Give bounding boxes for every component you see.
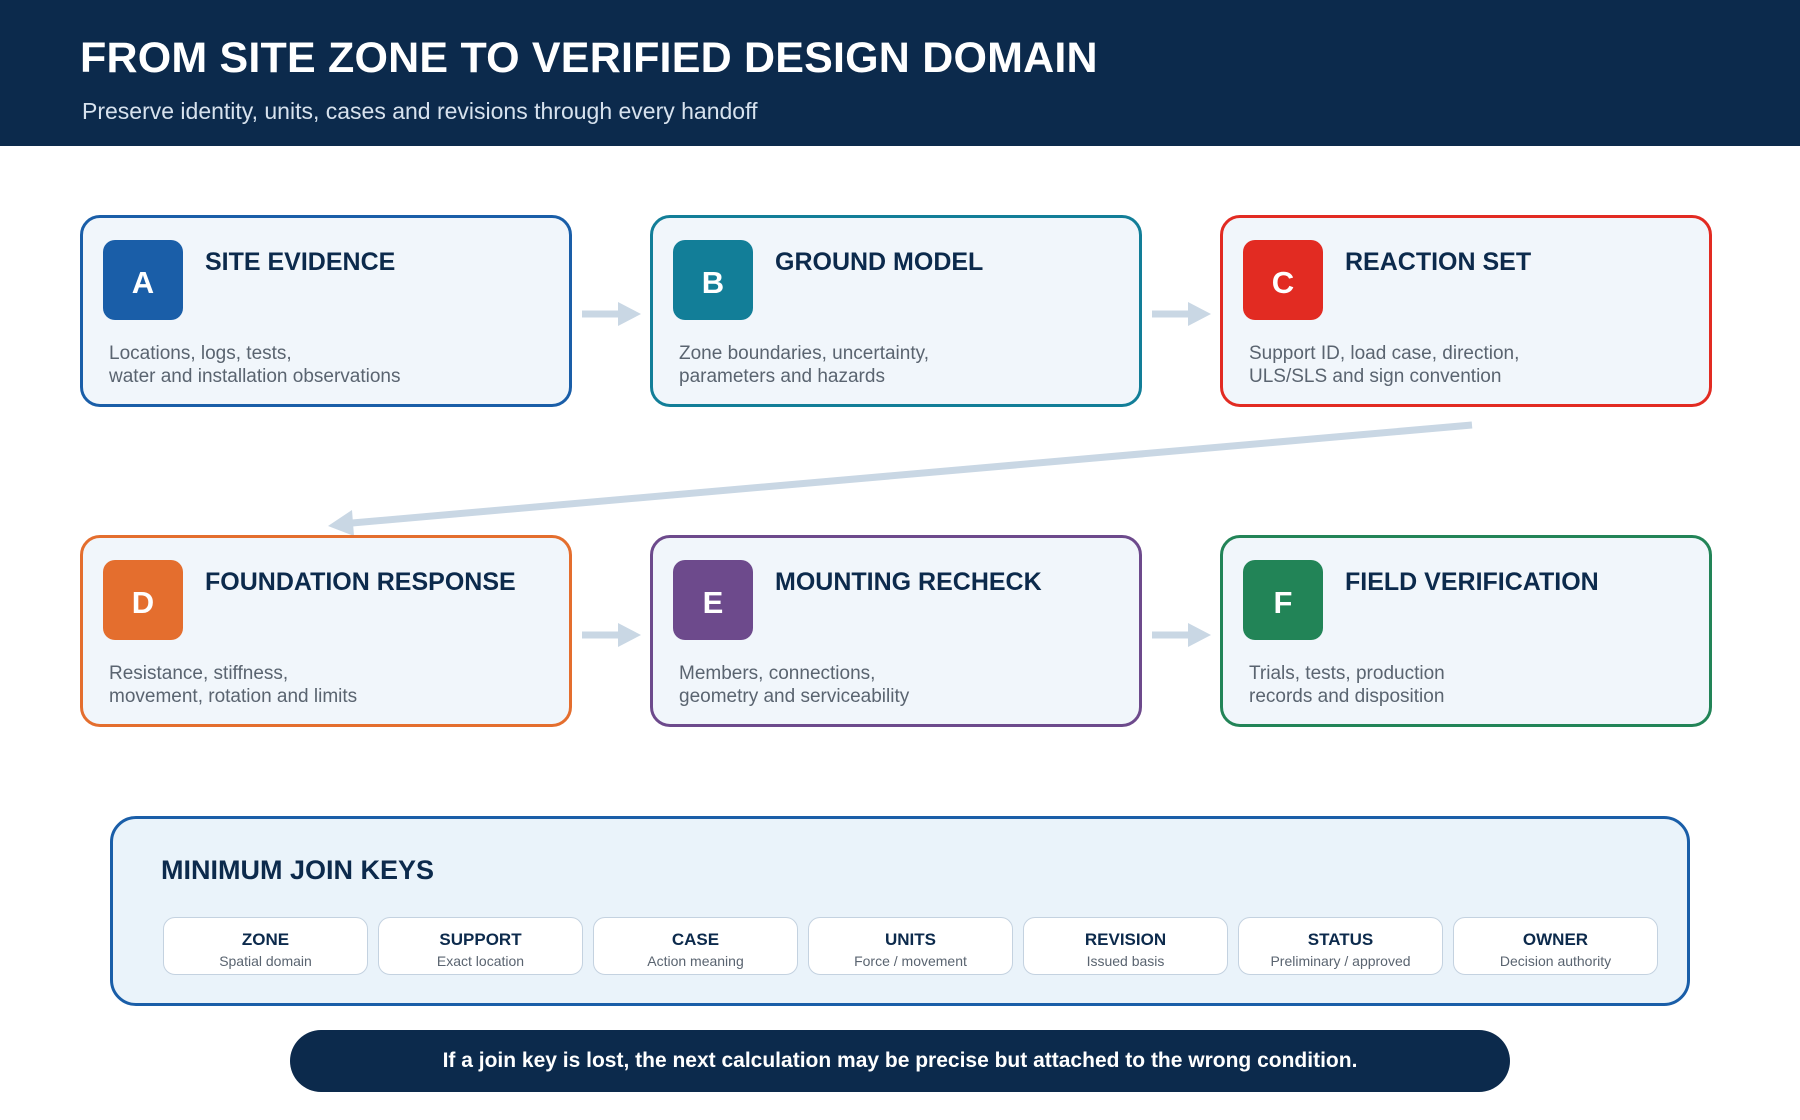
join-key-meaning: Preliminary / approved (1270, 953, 1411, 969)
step-title: REACTION SET (1345, 248, 1532, 276)
step-description: Locations, logs, tests, water and instal… (109, 342, 401, 388)
step-description-line: movement, rotation and limits (109, 686, 358, 707)
join-key-meaning: Action meaning (647, 953, 744, 969)
join-key-meaning: Spatial domain (219, 953, 312, 969)
join-key-label: UNITS (885, 930, 936, 949)
step-description: Support ID, load case, direction, ULS/SL… (1249, 342, 1519, 388)
step-card-foundation-response: D FOUNDATION RESPONSE Resistance, stiffn… (80, 535, 572, 727)
join-key-label: CASE (671, 930, 720, 949)
join-key-meaning: Exact location (436, 953, 525, 969)
step-description-line: ULS/SLS and sign convention (1249, 366, 1502, 387)
join-key-status: STATUS Preliminary / approved (1238, 917, 1443, 975)
step-card-field-verification: F FIELD VERIFICATION Trials, tests, prod… (1220, 535, 1712, 727)
join-keys-panel: MINIMUM JOIN KEYS ZONE Spatial domain SU… (110, 816, 1690, 1006)
step-badge: B (673, 240, 753, 320)
step-description-line: Zone boundaries, uncertainty, (679, 343, 929, 364)
step-badge: E (673, 560, 753, 640)
step-description-line: Trials, tests, production (1249, 663, 1445, 684)
join-key-revision: REVISION Issued basis (1023, 917, 1228, 975)
join-key-label: ZONE (241, 930, 290, 949)
step-description: Resistance, stiffness, movement, rotatio… (109, 662, 357, 708)
step-description-line: records and disposition (1249, 686, 1445, 707)
step-description-line: parameters and hazards (679, 366, 885, 387)
join-key-support: SUPPORT Exact location (378, 917, 583, 975)
step-title: FOUNDATION RESPONSE (205, 568, 516, 596)
join-key-meaning: Issued basis (1086, 953, 1165, 969)
step-card-ground-model: B GROUND MODEL Zone boundaries, uncertai… (650, 215, 1142, 407)
step-title: MOUNTING RECHECK (775, 568, 1042, 596)
arrow-c-d-head (328, 510, 354, 536)
step-description-line: Locations, logs, tests, (109, 343, 292, 364)
join-key-case: CASE Action meaning (593, 917, 798, 975)
join-key-label: SUPPORT (439, 930, 522, 949)
arrow-b-c-head (1188, 302, 1211, 326)
step-description: Members, connections, geometry and servi… (679, 662, 909, 708)
page-title: FROM SITE ZONE TO VERIFIED DESIGN DOMAIN (80, 34, 1098, 82)
warning-banner: If a join key is lost, the next calculat… (290, 1030, 1510, 1092)
join-keys-title: MINIMUM JOIN KEYS (161, 855, 435, 885)
join-key-label: OWNER (1522, 930, 1589, 949)
step-description-line: water and installation observations (109, 366, 401, 387)
step-badge: D (103, 560, 183, 640)
step-badge: A (103, 240, 183, 320)
step-title: SITE EVIDENCE (205, 248, 396, 276)
step-description: Zone boundaries, uncertainty, parameters… (679, 342, 929, 388)
page-subtitle: Preserve identity, units, cases and revi… (82, 98, 758, 124)
header-banner: FROM SITE ZONE TO VERIFIED DESIGN DOMAIN… (0, 0, 1800, 146)
step-card-site-evidence: A SITE EVIDENCE Locations, logs, tests, … (80, 215, 572, 407)
arrow-c-d (351, 421, 1473, 527)
arrow-a-b-head (618, 302, 641, 326)
step-card-reaction-set: C REACTION SET Support ID, load case, di… (1220, 215, 1712, 407)
step-badge: C (1243, 240, 1323, 320)
step-description: Trials, tests, production records and di… (1249, 662, 1445, 708)
join-key-meaning: Force / movement (854, 953, 967, 969)
arrow-d-e-head (618, 623, 641, 647)
join-key-zone: ZONE Spatial domain (163, 917, 368, 975)
join-key-meaning: Decision authority (1499, 953, 1612, 969)
step-description-line: Members, connections, (679, 663, 876, 684)
step-card-mounting-recheck: E MOUNTING RECHECK Members, connections,… (650, 535, 1142, 727)
join-key-units: UNITS Force / movement (808, 917, 1013, 975)
step-title: FIELD VERIFICATION (1345, 568, 1599, 596)
join-key-label: REVISION (1084, 930, 1167, 949)
step-badge: F (1243, 560, 1323, 640)
join-key-label: STATUS (1307, 930, 1374, 949)
join-key-owner: OWNER Decision authority (1453, 917, 1658, 975)
step-description-line: Support ID, load case, direction, (1249, 343, 1520, 364)
step-title: GROUND MODEL (775, 248, 984, 276)
step-description-line: geometry and serviceability (679, 686, 910, 707)
arrow-e-f-head (1188, 623, 1211, 647)
step-description-line: Resistance, stiffness, (109, 663, 289, 684)
